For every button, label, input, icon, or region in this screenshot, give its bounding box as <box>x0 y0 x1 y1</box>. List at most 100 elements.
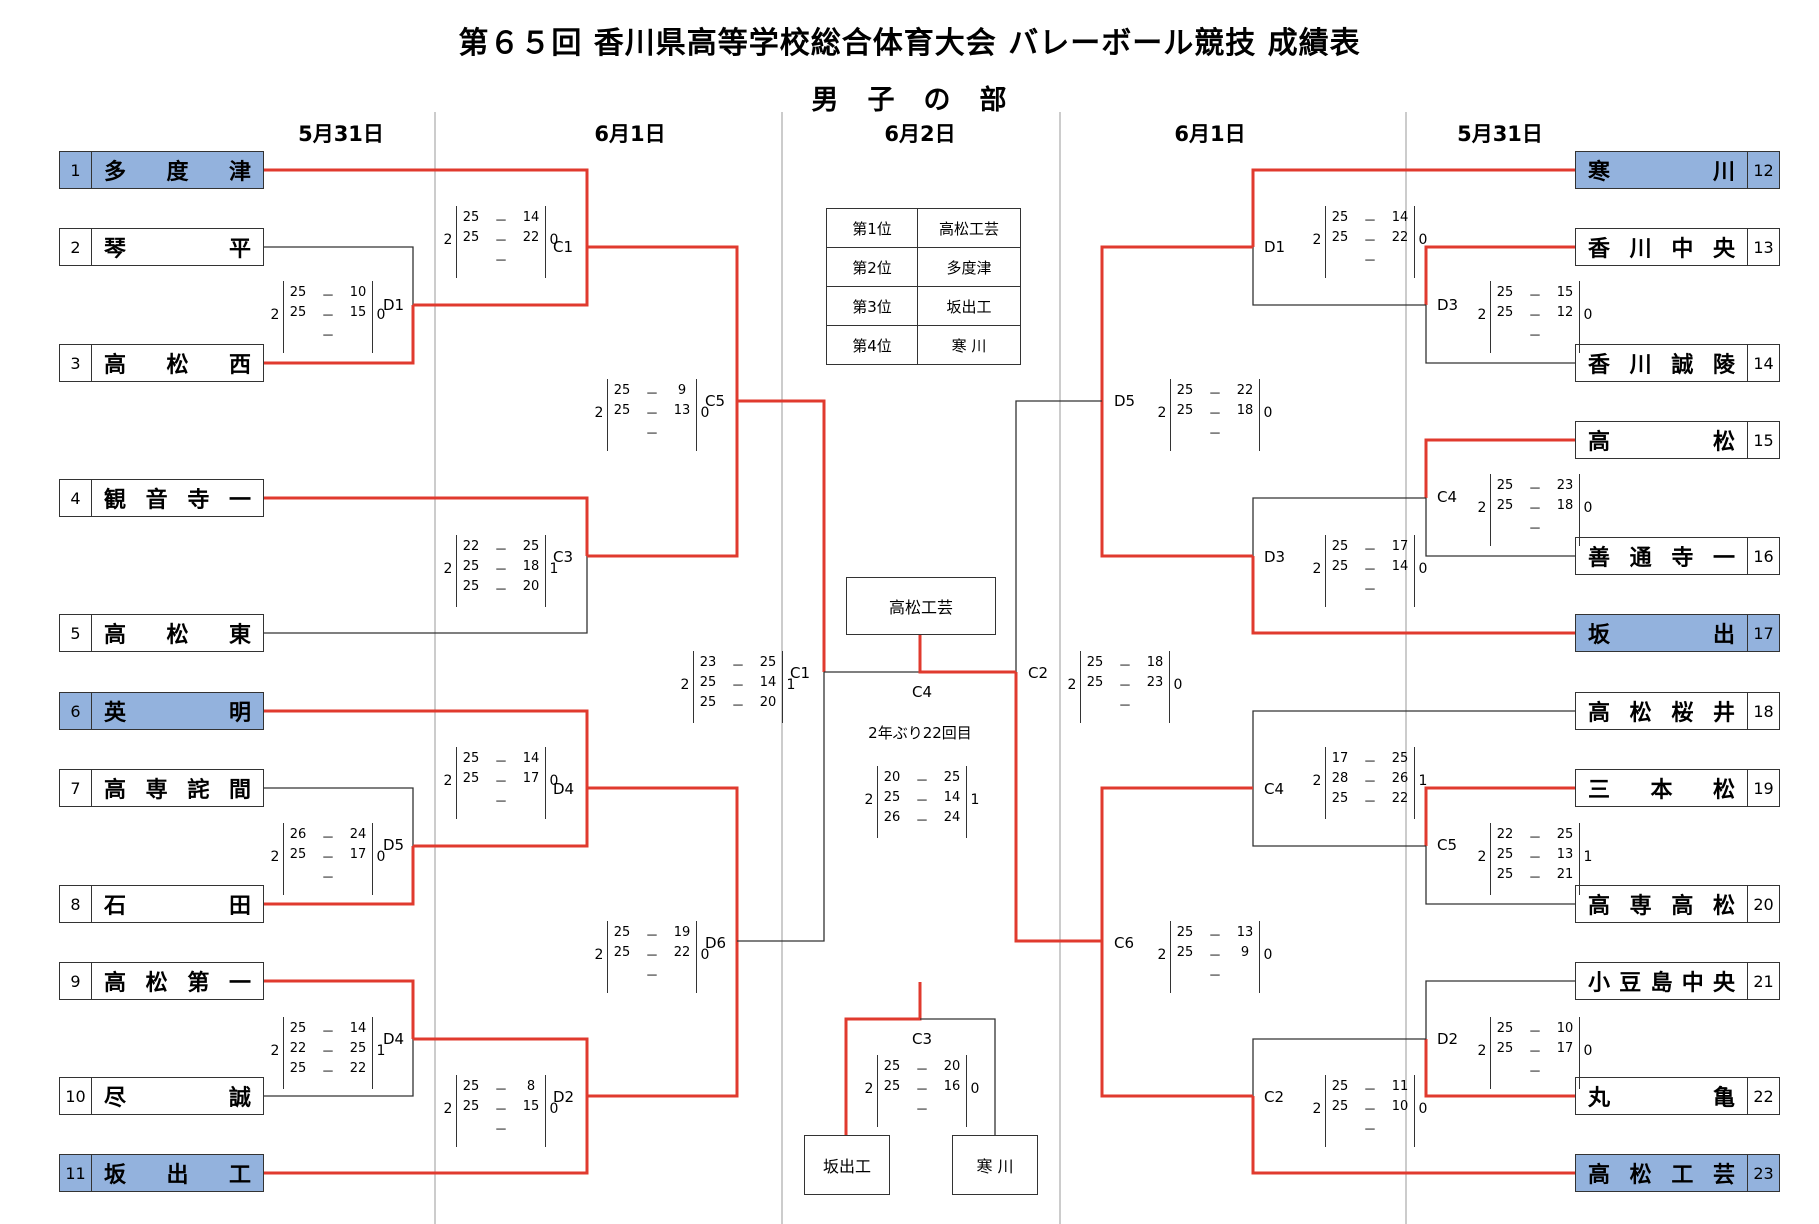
winner-path <box>1014 672 1102 943</box>
bracket-path <box>1252 497 1426 556</box>
match-label: D2 <box>1437 1030 1459 1048</box>
set-dash: － <box>645 949 659 964</box>
set-dash: － <box>494 775 508 790</box>
set-row: － <box>1171 965 1259 985</box>
set-dash: － <box>1118 679 1132 694</box>
set-row: 25－22 <box>1326 791 1414 811</box>
sets-won-left: 2 <box>680 677 690 693</box>
set-dash: － <box>494 1103 508 1118</box>
team-name: 高松東 <box>104 623 251 648</box>
set-score-a: 25 <box>462 210 480 225</box>
sets-won-right: 1 <box>786 677 796 693</box>
set-dash: － <box>1363 254 1377 269</box>
sets-won-right: 0 <box>1418 561 1428 577</box>
set-score-b: 13 <box>673 403 691 418</box>
sets-won-right: 0 <box>549 773 559 789</box>
match-label: D3 <box>1437 296 1459 314</box>
team-name: 高専高松 <box>1588 894 1735 919</box>
set-row: 25－15 <box>457 1099 545 1119</box>
bracket-path <box>1252 1038 1426 1096</box>
team-number: 19 <box>1747 770 1779 806</box>
winner-path <box>1100 401 1253 558</box>
set-row: 25－10 <box>284 285 372 305</box>
sets-won-left: 2 <box>443 1101 453 1117</box>
set-score-b: 9 <box>677 383 687 398</box>
set-row: 25－9 <box>608 383 696 403</box>
set-score-a: 25 <box>1496 847 1514 862</box>
sets-won-right: 0 <box>549 1101 559 1117</box>
set-row: 23－25 <box>694 655 782 675</box>
set-score-b: 22 <box>673 945 691 960</box>
team-number: 6 <box>60 693 92 729</box>
set-dash: － <box>1363 1083 1377 1098</box>
set-score-b: 22 <box>1391 791 1409 806</box>
set-row: 25－17 <box>457 771 545 791</box>
set-score-b: 8 <box>526 1079 536 1094</box>
match-label: D5 <box>383 836 405 854</box>
winner-path <box>1100 245 1253 401</box>
ranking-row: 第2位多度津 <box>826 247 1021 287</box>
set-score-a: 25 <box>1331 210 1349 225</box>
set-score-a: 25 <box>1176 945 1194 960</box>
set-dash: － <box>1208 427 1222 442</box>
set-row: 25－15 <box>284 305 372 325</box>
set-row: － <box>878 1099 966 1119</box>
set-dash: － <box>1528 1045 1542 1060</box>
sets-won-right: 0 <box>1583 1043 1593 1059</box>
set-score-a: 25 <box>289 305 307 320</box>
team-number: 14 <box>1747 345 1779 381</box>
sets-won-right: 0 <box>1583 500 1593 516</box>
set-score-a: 25 <box>289 285 307 300</box>
winner-path <box>587 941 739 1098</box>
set-row: 25－23 <box>1491 478 1579 498</box>
page-title: 第６５回 香川県高等学校総合体育大会 バレーボール競技 成績表 <box>458 26 1361 61</box>
set-score-b: 14 <box>759 675 777 690</box>
set-row: － <box>1326 250 1414 270</box>
bracket-path <box>1425 980 1575 1039</box>
winner-path <box>1424 245 1575 305</box>
winner-path <box>264 305 415 365</box>
third-place-team-a: 坂出工 <box>804 1135 890 1195</box>
bracket-path <box>1252 710 1575 788</box>
set-row: 25－17 <box>1491 1041 1579 1061</box>
sets-won-left: 2 <box>443 232 453 248</box>
team-name: 英明 <box>104 701 251 726</box>
sets-won-right: 0 <box>1173 677 1183 693</box>
match-label: C1 <box>553 238 574 256</box>
set-dash: － <box>731 659 745 674</box>
set-row: 25－18 <box>1171 403 1259 423</box>
winner-path <box>264 168 589 247</box>
set-score-b: 24 <box>349 827 367 842</box>
set-row: － <box>608 423 696 443</box>
set-score-b: 25 <box>943 770 961 785</box>
set-score-b: 18 <box>1556 498 1574 513</box>
set-row: 25－16 <box>878 1079 966 1099</box>
team-number: 12 <box>1747 152 1779 188</box>
set-dash: － <box>494 583 508 598</box>
team-name: 寒川 <box>1588 160 1735 185</box>
set-row: 22－25 <box>284 1041 372 1061</box>
bracket-path <box>264 787 414 846</box>
set-score-b: 17 <box>349 847 367 862</box>
rank-team: 寒 川 <box>917 325 1021 365</box>
set-row: 28－26 <box>1326 771 1414 791</box>
bracket-path <box>920 1018 996 1135</box>
set-row: 25－22 <box>457 230 545 250</box>
set-row: 25－13 <box>1491 847 1579 867</box>
